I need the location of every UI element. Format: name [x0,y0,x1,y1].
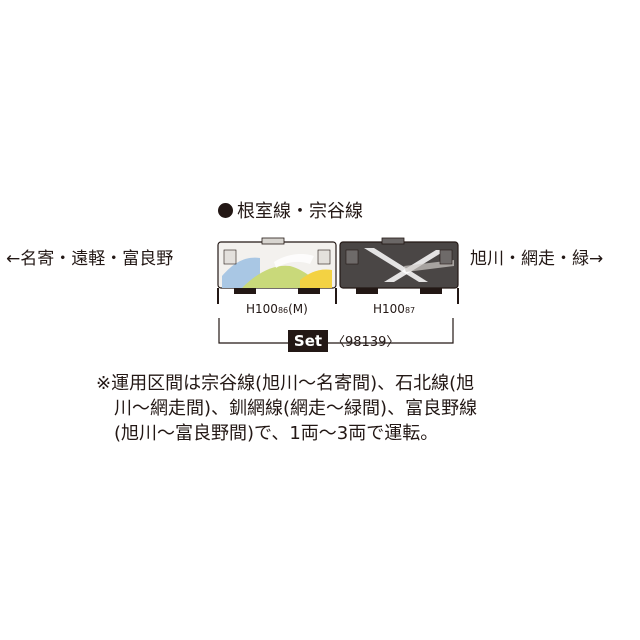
note-line: ※運用区間は宗谷線(旭川〜名寄間)、石北線(旭 [96,373,475,394]
car-2-bogie [420,288,442,294]
car-1-bogie [298,288,320,294]
car-1-window [223,249,237,265]
set-bracket [218,318,454,344]
car-1-window [317,249,331,265]
direction-right-label: 旭川・網走・緑→ [470,249,604,269]
car-2-roof-unit [381,237,405,245]
car-1-suffix: (M) [288,302,308,316]
car-1 [217,237,337,304]
car-2-label: H10087 [373,302,415,316]
car-2-white-stripe [364,248,428,282]
car-2-model: H100 [373,302,405,316]
line-title-text: 根室線・宗谷線 [237,201,363,222]
car-2-window [345,249,359,265]
operation-note: ※運用区間は宗谷線(旭川〜名寄間)、石北線(旭 川〜網走間)、釧網線(網走〜緑間… [96,371,596,446]
set-badge: Set [288,330,328,352]
car-1-bogie [234,288,256,294]
line-title: 根室線・宗谷線 [218,197,363,223]
car-1-label: H10086(M) [246,302,308,316]
car-1-number: 86 [277,306,289,315]
car-1-yellow-stripe [300,269,332,288]
note-line: (旭川〜富良野間)で、1両〜3両で運転。 [114,423,439,444]
car-1-model: H100 [246,302,278,316]
car-2 [339,237,459,304]
car-2-window [439,249,453,265]
train-set-illustration [217,237,459,304]
car-2-number: 87 [404,306,416,315]
note-line: 川〜網走間)、釧網線(網走〜緑間)、富良野線 [114,398,478,419]
car-1-green-stripe [242,265,310,288]
direction-left-label: ←名寄・遠軽・富良野 [6,249,174,269]
set-number: 〈98139〉 [332,335,400,350]
bullet-dot-icon [218,203,233,218]
car-1-roof-unit [261,237,285,245]
car-2-bogie [356,288,378,294]
